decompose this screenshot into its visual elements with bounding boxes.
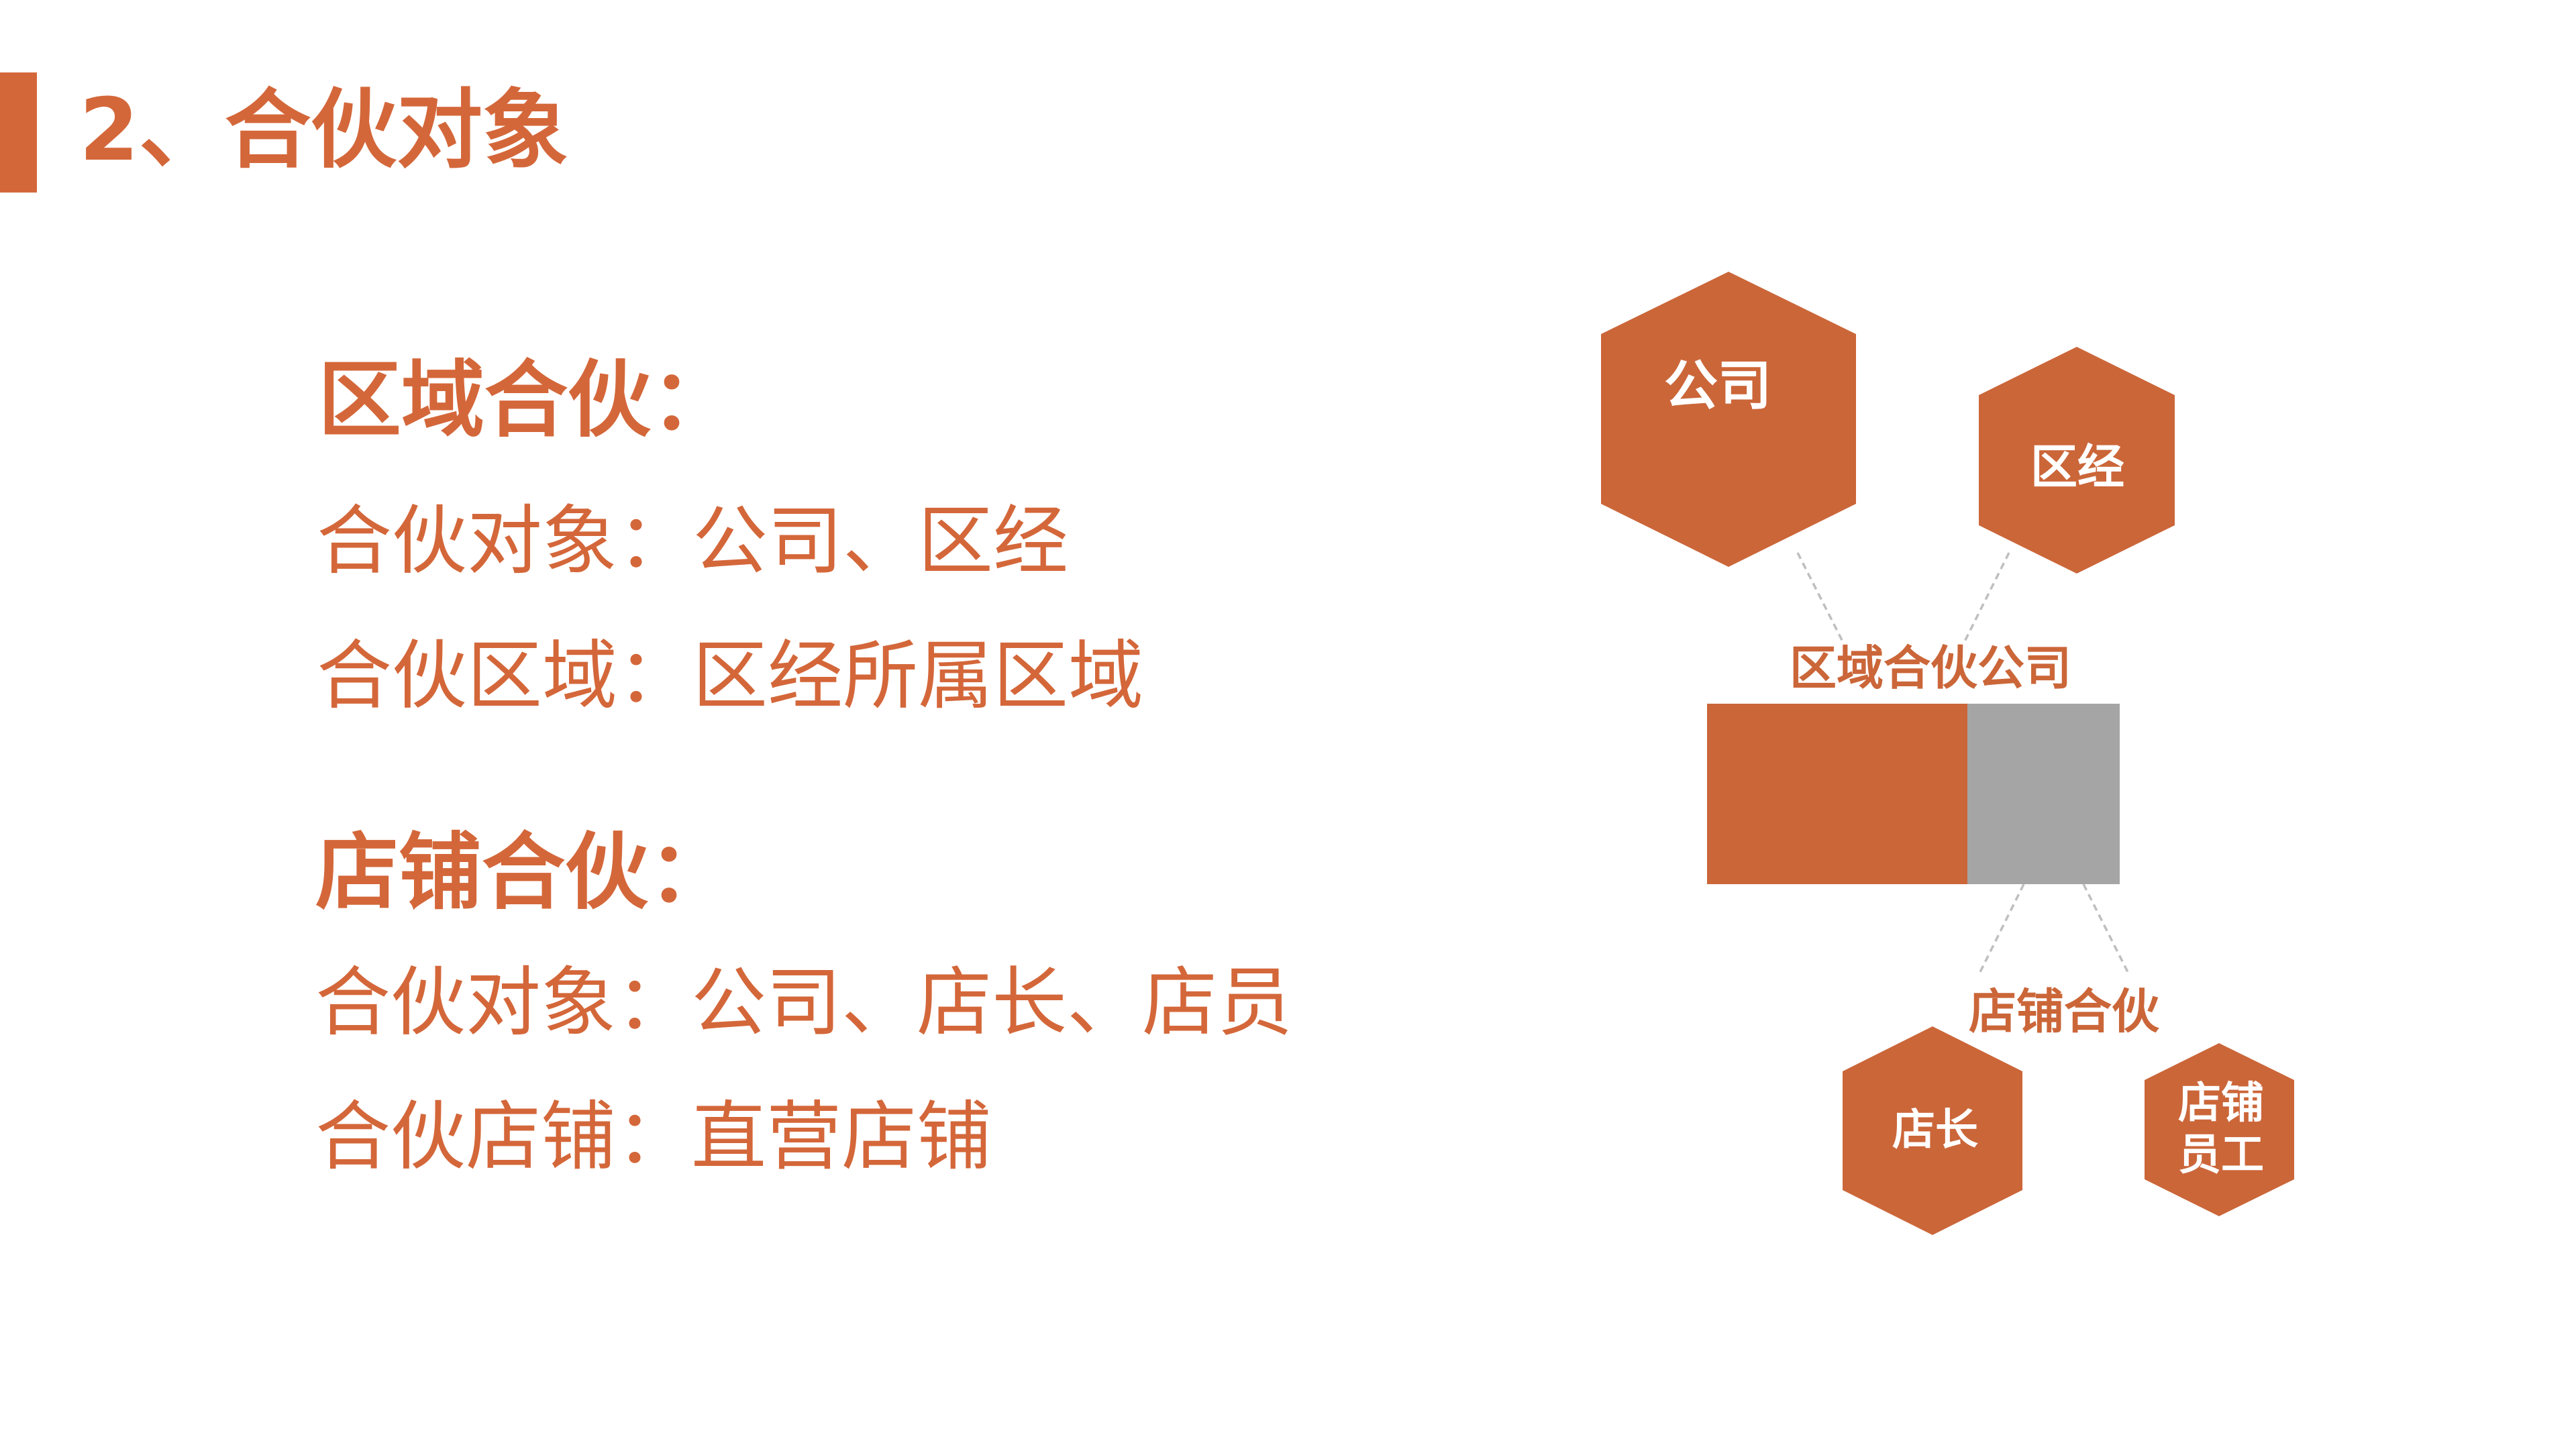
node-label: 公司 xyxy=(1664,355,1771,417)
hexagon-icon xyxy=(1601,272,1856,567)
page-title: 2、合伙对象 xyxy=(79,80,569,180)
section-line-partner-targets: 合伙对象：公司、店长、店员 xyxy=(315,959,1292,1046)
bar-segment-secondary xyxy=(1967,704,2120,884)
section-heading-regional-partnership: 区域合伙： xyxy=(318,352,735,449)
title-accent-bar xyxy=(0,72,37,193)
bar-segment-primary xyxy=(1707,704,1967,884)
connector-company-to-regional xyxy=(1796,552,1845,643)
node-label-line-2: 员工 xyxy=(2178,1130,2264,1180)
partnership-bar xyxy=(1707,704,2120,884)
connector-bar-to-store-left xyxy=(1977,883,2025,975)
hexagon-icon xyxy=(1843,1026,2022,1235)
node-company: 公司 xyxy=(1601,272,1856,567)
node-store-staff: 店铺 员工 xyxy=(2145,1043,2294,1216)
hexagon-icon xyxy=(1979,347,2175,574)
regional-partner-company-label: 区域合伙公司 xyxy=(1790,641,2071,696)
section-heading-store-partnership: 店铺合伙： xyxy=(315,824,732,921)
node-label: 店长 xyxy=(1892,1106,1978,1155)
connector-bar-to-store-right xyxy=(2082,883,2130,975)
section-line-partner-stores: 合伙店铺：直营店铺 xyxy=(315,1093,992,1181)
section-line-partner-targets: 合伙对象：公司、区经 xyxy=(317,498,1068,585)
node-label: 区经 xyxy=(2030,439,2124,494)
section-line-partner-region: 合伙区域：区经所属区域 xyxy=(317,633,1143,720)
hexagon-icon xyxy=(2145,1043,2294,1216)
node-store-manager: 店长 xyxy=(1843,1026,2022,1235)
store-partnership-label: 店铺合伙 xyxy=(1969,984,2159,1040)
connector-regional-manager-to-regional xyxy=(1963,552,2010,643)
node-regional-manager: 区经 xyxy=(1979,347,2175,574)
node-label-line-1: 店铺 xyxy=(2178,1079,2264,1128)
